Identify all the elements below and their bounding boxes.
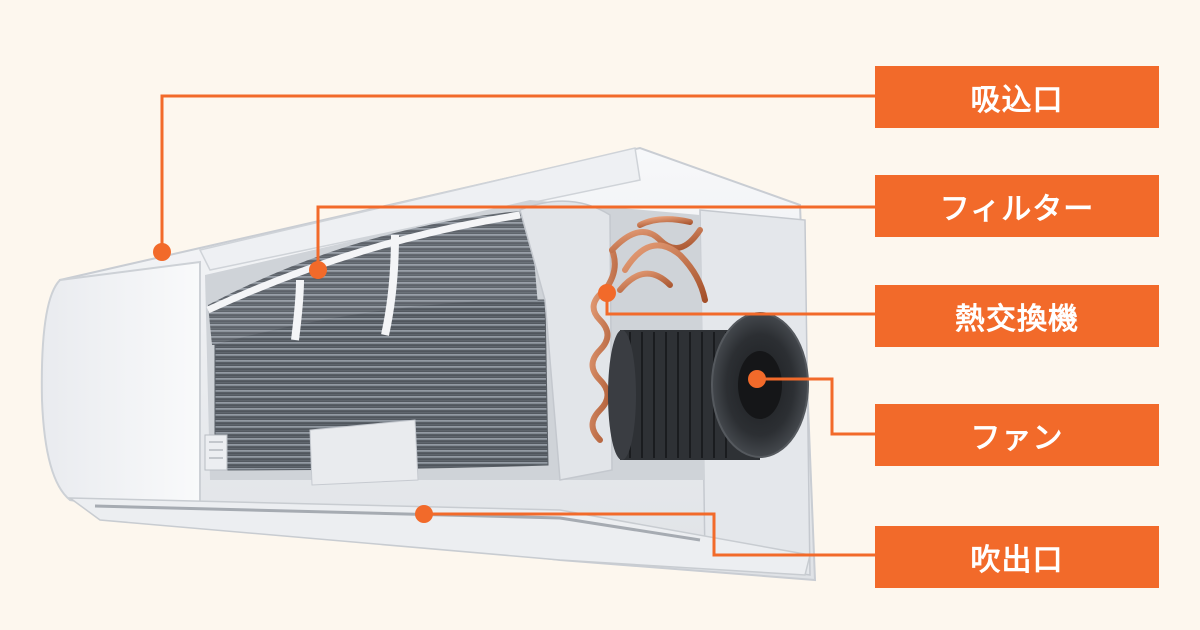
filter-mesh bbox=[206, 210, 540, 345]
label-heat-exchanger: 熱交換機 bbox=[875, 285, 1159, 347]
label-outlet: 吹出口 bbox=[875, 526, 1159, 588]
intake-marker bbox=[153, 243, 171, 261]
outlet-marker bbox=[415, 505, 433, 523]
label-filter: フィルター bbox=[875, 175, 1159, 237]
fan-marker bbox=[748, 370, 766, 388]
outlet-louver bbox=[67, 497, 811, 576]
label-fan: ファン bbox=[875, 404, 1159, 466]
filter-marker bbox=[309, 261, 327, 279]
label-intake: 吸込口 bbox=[875, 66, 1159, 128]
heat-exchanger-marker bbox=[598, 284, 616, 302]
fan-drum bbox=[608, 312, 809, 460]
